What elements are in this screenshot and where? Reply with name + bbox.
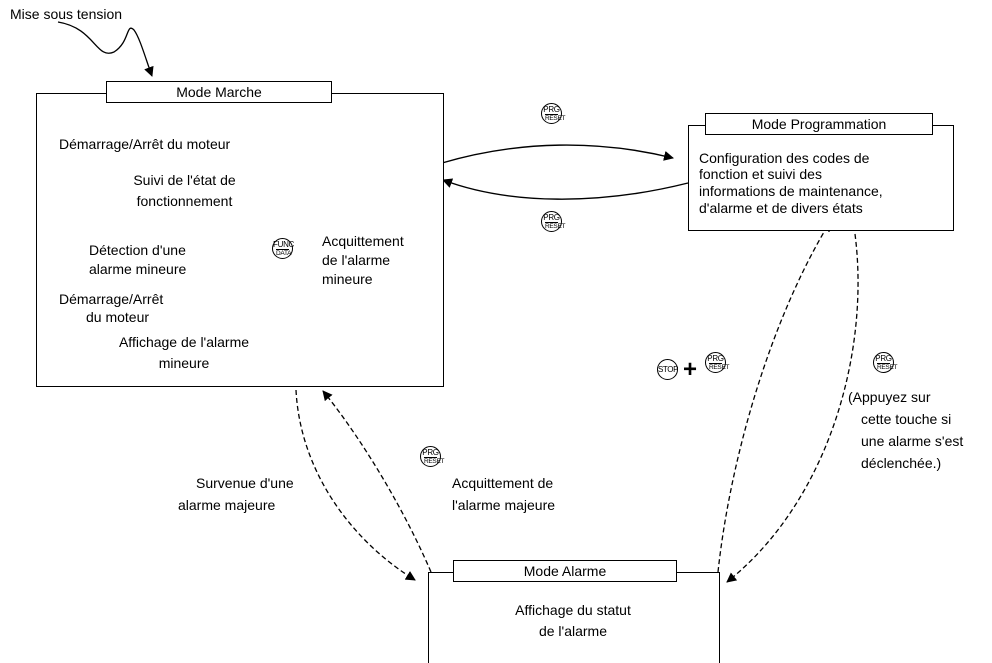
run-to-alarm-arrow — [295, 389, 416, 581]
power-on-label: Mise sous tension — [10, 6, 123, 22]
run-mode-title: Mode Marche — [106, 81, 332, 103]
program-mode-title: Mode Programmation — [705, 113, 933, 135]
program-desc-line-3: informations de maintenance, — [699, 183, 883, 199]
motor-start-stop-2-line-2: du moteur — [86, 309, 150, 325]
minor-alarm-ack-line-2: de l'alarme — [322, 252, 391, 268]
run-to-program-arrow — [441, 144, 674, 164]
major-alarm-ack-line-2: l'alarme majeure — [452, 497, 556, 513]
prg-reset-key-top[interactable]: PRG RESET — [541, 103, 565, 124]
prg-reset-key-bottom[interactable]: PRG RESET — [541, 211, 565, 232]
program-mode-box — [688, 125, 954, 231]
program-to-run-arrow — [442, 178, 689, 200]
alarm-desc-line-1: Affichage du statut — [515, 602, 631, 618]
power-on-arrow — [57, 21, 154, 77]
motor-start-stop-label: Démarrage/Arrêt du moteur — [59, 136, 231, 152]
motor-start-stop-2-line-1: Démarrage/Arrêt — [59, 291, 164, 307]
press-note-line-1: (Appuyez sur — [848, 389, 931, 405]
major-alarm-occur-line-2: alarme majeure — [178, 497, 276, 513]
status-monitor-line-2: fonctionnement — [136, 193, 233, 209]
prg-reset-key-major-ack[interactable]: PRG RESET — [420, 446, 444, 467]
minor-alarm-display-line-2: mineure — [158, 355, 210, 371]
press-note-line-4: déclenchée.) — [861, 455, 942, 471]
program-to-alarm-arrow — [726, 233, 859, 583]
run-mode-box — [36, 93, 444, 387]
minor-alarm-display-line-1: Affichage de l'alarme — [118, 334, 250, 350]
status-monitor-line-1: Suivi de l'état de — [133, 172, 236, 188]
minor-alarm-ack-line-3: mineure — [322, 271, 373, 287]
program-desc-line-4: d'alarme et de divers états — [699, 200, 863, 216]
minor-alarm-detect-line-2: alarme mineure — [89, 261, 187, 277]
func-data-key[interactable]: FUNC DATA — [272, 238, 295, 259]
plus-sign: + — [683, 356, 698, 383]
press-note-line-2: cette touche si — [861, 411, 952, 427]
stop-key[interactable]: STOP — [657, 359, 678, 380]
alarm-to-program-arrow — [717, 221, 831, 573]
minor-alarm-detect-line-1: Détection d'une — [89, 242, 186, 258]
major-alarm-ack-line-1: Acquittement de — [452, 475, 554, 491]
alarm-mode-title: Mode Alarme — [453, 560, 677, 582]
prg-reset-key-stop-combo[interactable]: PRG RESET — [705, 352, 729, 373]
alarm-to-run-arrow — [322, 390, 432, 573]
alarm-desc-line-2: de l'alarme — [538, 623, 608, 639]
press-note-line-3: une alarme s'est — [861, 433, 964, 449]
program-desc-line-2: fonction et suivi des — [699, 166, 822, 182]
program-desc-line-1: Configuration des codes de — [699, 150, 870, 166]
prg-reset-key-alarm-exit[interactable]: PRG RESET — [873, 352, 897, 373]
minor-alarm-ack-line-1: Acquittement — [322, 233, 404, 249]
major-alarm-occur-line-1: Survenue d'une — [196, 475, 294, 491]
